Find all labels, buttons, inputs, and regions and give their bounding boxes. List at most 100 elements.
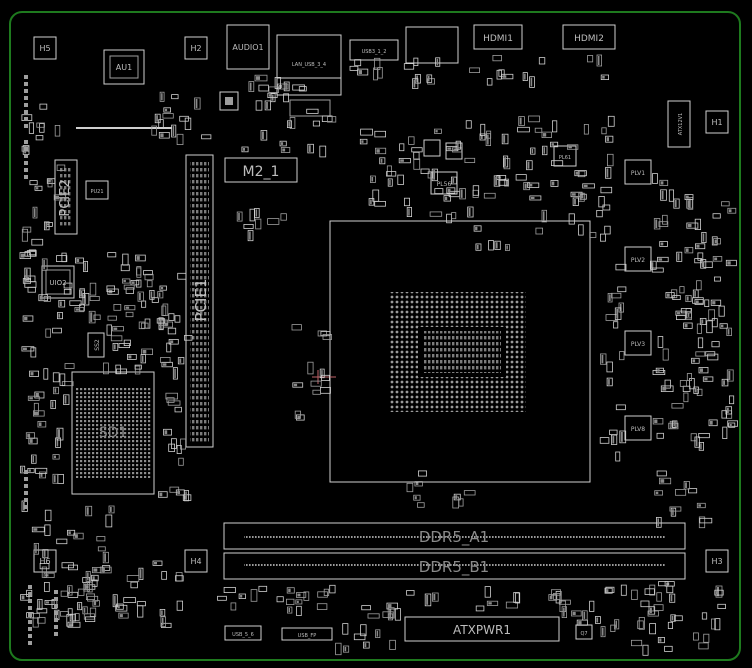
component-pad <box>297 415 300 420</box>
passive-component <box>656 470 667 477</box>
passive-component <box>555 591 562 604</box>
passive-component <box>96 536 106 542</box>
component-pad <box>427 75 430 82</box>
component-pad <box>177 490 180 494</box>
h5-label: H5 <box>39 44 50 53</box>
passive-component <box>156 318 166 324</box>
header-pin <box>24 168 28 172</box>
chip-uio2: UIO2 <box>41 265 75 299</box>
passive-component <box>93 314 101 320</box>
passive-component <box>151 125 158 136</box>
passive-component <box>541 131 552 139</box>
passive-component <box>319 145 327 158</box>
h1-label: H1 <box>711 118 722 127</box>
component-pad <box>76 259 80 262</box>
component-pad <box>38 600 41 609</box>
passive-component <box>25 432 35 439</box>
ddr5-b1-label: DDR5_B1 <box>419 558 489 577</box>
passive-component <box>295 592 307 598</box>
passive-component <box>374 130 386 138</box>
component-pad <box>154 562 157 565</box>
component-pad <box>543 133 547 137</box>
passive-component <box>292 382 304 388</box>
passive-component <box>413 151 420 160</box>
header-pin <box>24 147 28 151</box>
passive-component <box>29 180 38 186</box>
passive-component <box>650 260 657 270</box>
mount-hole-h3: H3 <box>705 549 729 573</box>
component-pad <box>125 306 130 309</box>
passive-component <box>668 189 674 202</box>
passive-component <box>480 123 486 137</box>
component-pad <box>596 617 599 623</box>
component-pad <box>172 126 175 136</box>
passive-component <box>37 420 47 428</box>
passive-component <box>660 189 667 201</box>
passive-component <box>683 392 689 403</box>
component-pad <box>606 589 609 593</box>
passive-component <box>485 133 492 146</box>
chip-au1: AU1 <box>103 49 145 85</box>
plv2-label: PLV2 <box>631 257 645 264</box>
passive-component <box>33 543 40 555</box>
component-pad <box>453 148 457 151</box>
passive-component <box>493 175 501 187</box>
passive-component <box>167 400 181 406</box>
passive-component <box>647 610 659 617</box>
passive-component <box>464 157 476 164</box>
connector-usb-top: USB3_1_2 <box>349 39 399 61</box>
passive-component <box>31 454 37 464</box>
passive-component <box>28 249 37 256</box>
passive-component <box>53 194 67 201</box>
passive-component <box>479 133 486 141</box>
board-outline <box>9 11 741 661</box>
passive-component <box>394 608 401 621</box>
component-pad <box>164 323 168 327</box>
passive-component <box>144 273 154 281</box>
component-pad <box>578 621 582 625</box>
component-pad <box>524 183 527 189</box>
passive-component <box>163 428 172 436</box>
component-pad <box>687 312 690 317</box>
passive-component <box>656 432 664 439</box>
component-pad <box>506 245 508 250</box>
header-usb-fp: USB_FP <box>281 627 333 641</box>
passive-component <box>255 100 263 111</box>
passive-component <box>280 147 291 153</box>
component-pad <box>56 438 59 447</box>
component-pad <box>376 630 379 637</box>
component-pad <box>468 208 471 216</box>
passive-component <box>711 318 718 328</box>
passive-component <box>53 386 59 395</box>
passive-component <box>711 341 720 348</box>
component-pad <box>549 595 553 600</box>
component-pad <box>481 134 483 139</box>
component-pad <box>583 184 588 187</box>
passive-component <box>729 395 735 405</box>
passive-component <box>667 621 673 629</box>
passive-component <box>670 507 677 517</box>
passive-component <box>517 126 530 133</box>
component-pad <box>657 369 660 372</box>
passive-component <box>696 388 703 397</box>
component-pad <box>601 354 604 364</box>
passive-component <box>157 491 168 498</box>
passive-component <box>77 588 85 596</box>
component-pad <box>296 600 299 603</box>
passive-component <box>619 430 627 444</box>
passive-component <box>693 386 699 394</box>
passive-component <box>88 310 96 324</box>
passive-component <box>484 586 491 598</box>
passive-component <box>587 55 594 63</box>
passive-component <box>160 616 166 627</box>
passive-component <box>250 589 258 602</box>
component-pad <box>80 291 83 297</box>
passive-component <box>57 312 64 320</box>
passive-component <box>666 585 674 594</box>
passive-component <box>41 258 48 271</box>
passive-component <box>372 189 380 202</box>
component-pad <box>87 572 89 581</box>
component-pad <box>530 196 535 199</box>
passive-component <box>179 115 189 122</box>
passive-component <box>411 147 423 153</box>
